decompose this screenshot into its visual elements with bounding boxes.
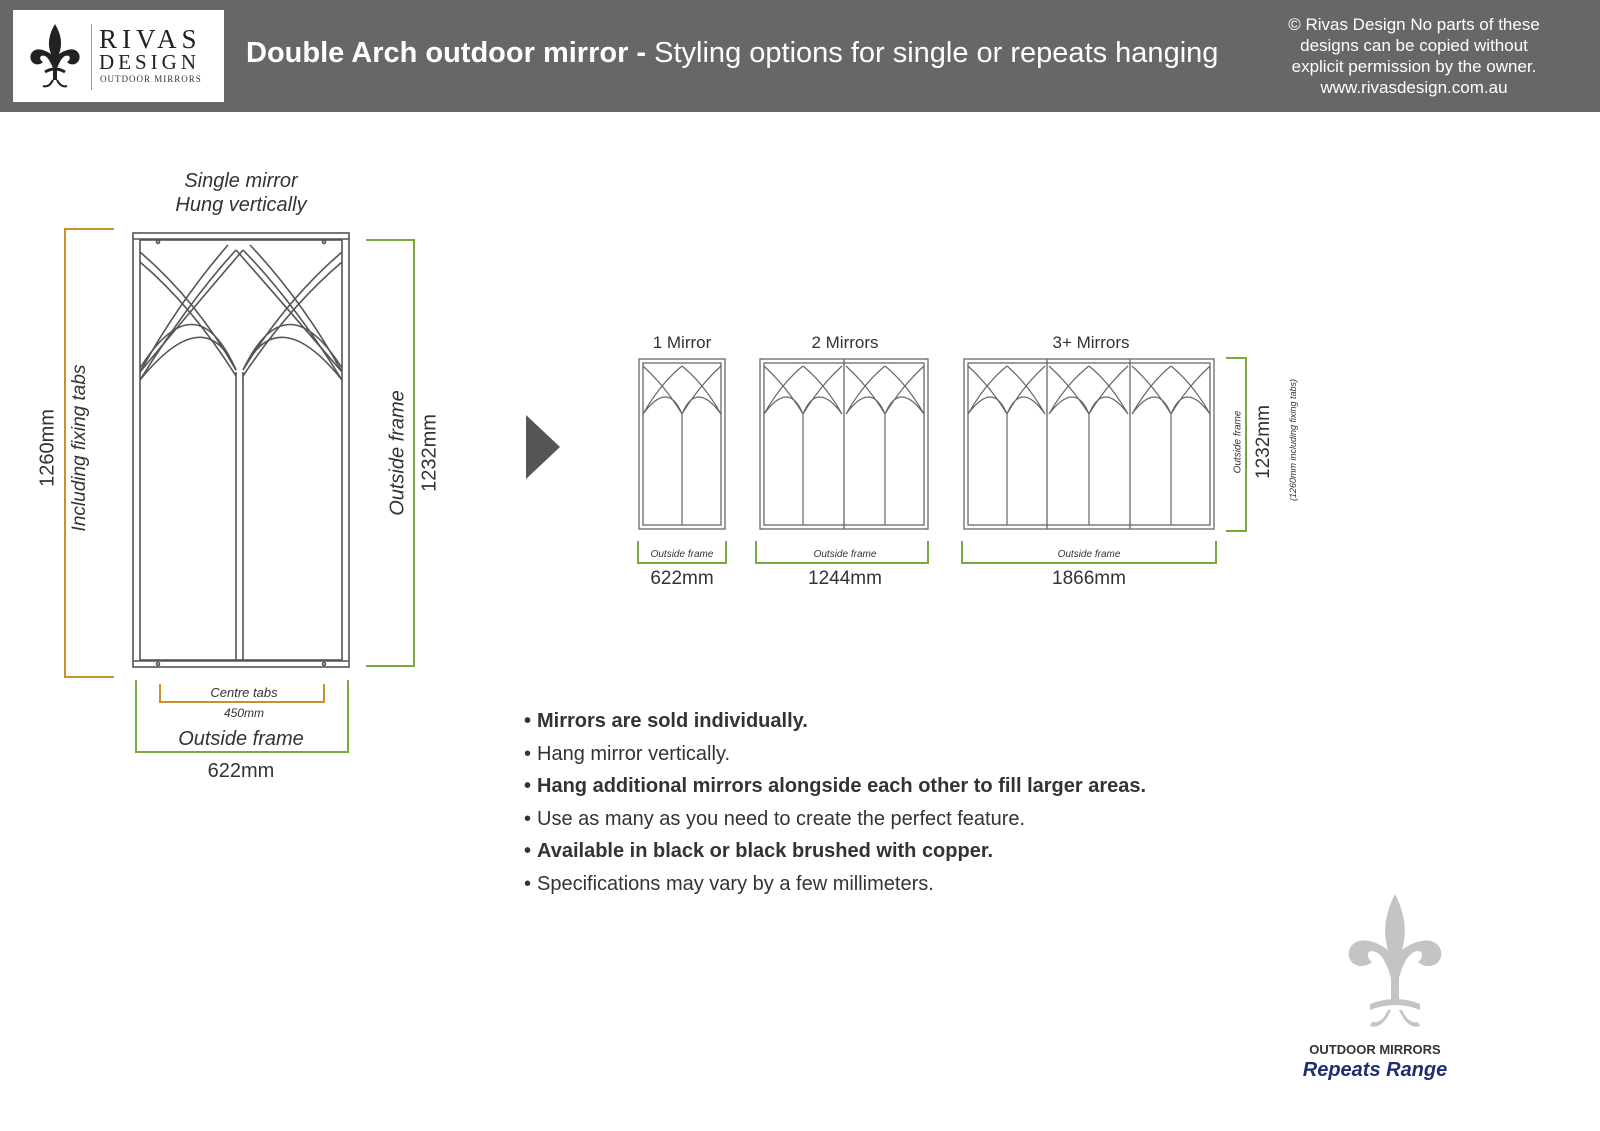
- website-link[interactable]: www.rivasdesign.com.au: [1320, 78, 1508, 97]
- logo-word-rivas: RIVAS: [99, 24, 202, 54]
- logo-divider: [91, 24, 92, 90]
- repeats-drawings: [638, 358, 1215, 530]
- list-item: Use as many as you need to create the pe…: [524, 803, 1146, 836]
- copyright-line: designs can be copied without: [1300, 36, 1528, 55]
- single-mirror-drawing: [132, 232, 350, 668]
- list-item: Hang mirror vertically.: [524, 738, 1146, 771]
- single-caption-line1: Single mirror: [184, 170, 298, 192]
- height-total-value: 1260mm: [36, 409, 59, 487]
- group-label-3: 3+ Mirrors: [1052, 333, 1130, 352]
- range-badge-line2: Repeats Range: [1302, 1059, 1448, 1081]
- copyright-line: explicit permission by the owner.: [1291, 57, 1537, 76]
- fleur-de-lis-watermark-icon: [1348, 894, 1442, 1027]
- group-width-2: 1244mm: [808, 568, 882, 589]
- page-title: Double Arch outdoor mirror - Styling opt…: [246, 37, 1219, 70]
- list-item: Hang additional mirrors alongside each o…: [524, 770, 1146, 803]
- centre-tabs-label: Centre tabs: [210, 685, 278, 700]
- fleur-de-lis-icon: [30, 24, 80, 88]
- list-item: Specifications may vary by a few millime…: [524, 868, 1146, 901]
- list-item: Mirrors are sold individually.: [524, 705, 1146, 738]
- single-dimension-lines: [64, 228, 415, 753]
- height-total-note: Including fixing tabs: [69, 364, 90, 532]
- width-frame-value: 622mm: [207, 760, 275, 782]
- group-frame-label-2: Outside frame: [813, 549, 877, 560]
- group-width-3: 1866mm: [1052, 568, 1126, 589]
- repeats-height-value: 1232mm: [1253, 405, 1274, 479]
- header-bar: RIVAS DESIGN OUTDOOR MIRRORS Double Arch…: [0, 0, 1600, 112]
- single-caption-line2: Hung vertically: [175, 194, 307, 216]
- width-frame-label: Outside frame: [178, 728, 304, 750]
- repeats-height-note: (1260mm including fixing tabs): [1288, 378, 1298, 502]
- group-label-1: 1 Mirror: [652, 333, 712, 352]
- copyright-line: © Rivas Design No parts of these: [1288, 15, 1540, 34]
- height-frame-value: 1232mm: [418, 414, 441, 492]
- logo-word-design: DESIGN: [99, 50, 200, 74]
- title-bold: Double Arch outdoor mirror -: [246, 37, 647, 69]
- list-item: Available in black or black brushed with…: [524, 835, 1146, 868]
- range-badge-line1: OUTDOOR MIRRORS: [1309, 1042, 1441, 1057]
- logo-word-outdoor-mirrors: OUTDOOR MIRRORS: [100, 74, 202, 84]
- centre-tabs-value: 450mm: [223, 706, 264, 720]
- group-frame-label-3: Outside frame: [1057, 549, 1121, 560]
- title-rest: Styling options for single or repeats ha…: [646, 37, 1219, 69]
- height-frame-label: Outside frame: [386, 390, 409, 516]
- copyright-notice: © Rivas Design No parts of these designs…: [1268, 14, 1560, 98]
- group-label-2: 2 Mirrors: [811, 333, 879, 352]
- repeats-arches: [642, 365, 1211, 525]
- brand-logo[interactable]: RIVAS DESIGN OUTDOOR MIRRORS: [13, 10, 224, 102]
- feature-list: Mirrors are sold individually. Hang mirr…: [524, 705, 1146, 900]
- repeats-dimension-lines: [637, 357, 1247, 564]
- group-width-1: 622mm: [650, 568, 714, 589]
- play-arrow-icon: [526, 415, 560, 479]
- group-frame-label-1: Outside frame: [650, 549, 714, 560]
- repeats-height-label: Outside frame: [1232, 410, 1244, 474]
